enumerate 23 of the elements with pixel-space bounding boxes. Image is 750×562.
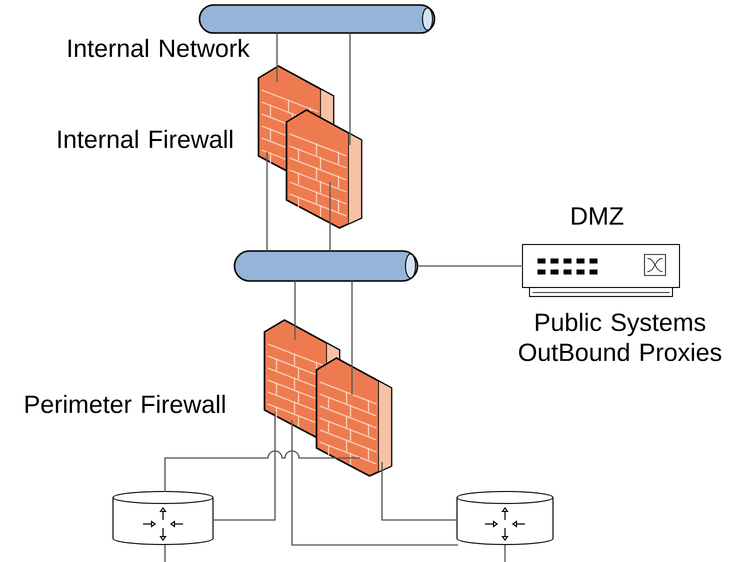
connector-line bbox=[294, 281, 296, 340]
device-caption: Internal Network bbox=[68, 38, 250, 58]
firewall bbox=[286, 109, 362, 229]
router bbox=[456, 491, 554, 545]
connector-line bbox=[164, 545, 166, 562]
connector-line bbox=[291, 420, 458, 546]
connector-line bbox=[504, 545, 506, 562]
connector-line bbox=[276, 33, 278, 82]
firewall bbox=[316, 357, 392, 477]
router bbox=[112, 491, 214, 545]
connector-line bbox=[418, 265, 523, 267]
connector-line bbox=[164, 450, 360, 492]
connector-line bbox=[351, 281, 353, 395]
device-caption: Public Systems OutBound Proxies bbox=[519, 312, 722, 362]
connector-line bbox=[266, 152, 268, 251]
network-bus bbox=[234, 250, 418, 282]
device-caption: DMZ bbox=[572, 207, 624, 225]
connector-line bbox=[213, 412, 276, 521]
connector-line bbox=[381, 462, 458, 521]
connector-line bbox=[349, 33, 351, 145]
device-caption: Internal Firewall bbox=[58, 130, 232, 148]
device-caption: Perimeter Firewall bbox=[26, 394, 225, 414]
connector-line bbox=[329, 182, 331, 251]
